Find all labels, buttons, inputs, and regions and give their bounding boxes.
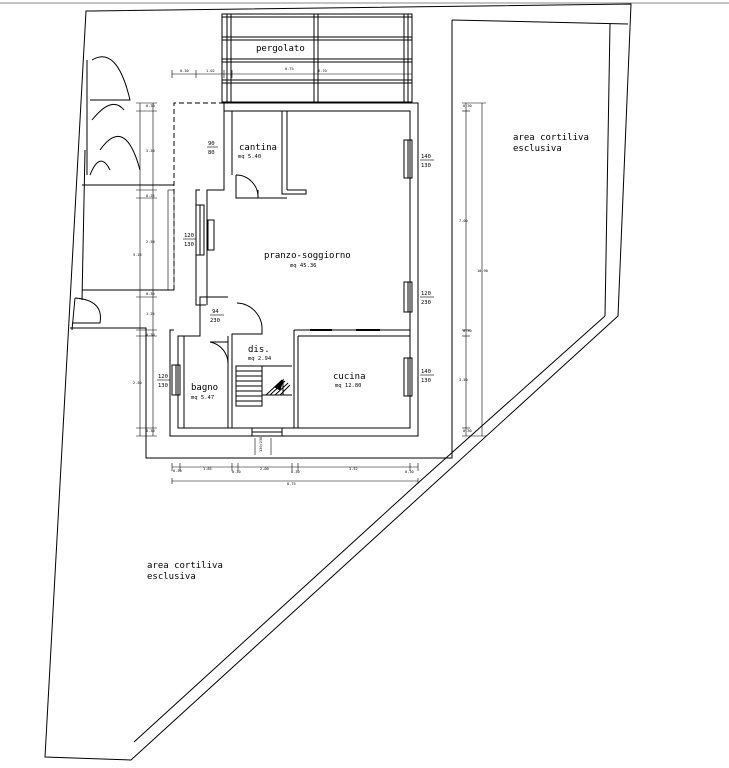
entry-door-size: 120/230 — [259, 437, 263, 452]
win-w-bagno: 120 — [158, 374, 168, 380]
window-openings — [167, 139, 413, 437]
room-area-dis: mq 2.94 — [248, 356, 272, 362]
dim-right-0: 0.30 — [463, 104, 472, 108]
room-label-cucina: cucina — [333, 372, 366, 382]
dim-left-9: 0.30 — [146, 429, 155, 433]
yard-label-left-2: esclusiva — [147, 572, 196, 582]
dim-left-8: 2.50 — [133, 381, 142, 385]
house-exterior-wall — [169, 102, 419, 437]
dim-left-6: 1.25 — [146, 312, 155, 316]
win-w-interior-door: 94 — [212, 309, 219, 315]
win-h-right-mid: 230 — [421, 300, 431, 306]
lot-line-top — [451, 19, 629, 25]
dim-right-3: 0.30 — [463, 329, 472, 333]
win-h-interior-door: 230 — [210, 318, 220, 324]
room-area-cucina: mq 12.80 — [335, 383, 362, 389]
dim-bottom-1: 1.85 — [203, 467, 212, 471]
win-h-cantina-door: 80 — [208, 150, 215, 156]
room-label-pergolato: pergolato — [256, 44, 305, 54]
dim-top-0: 0.30 — [180, 69, 189, 73]
room-label-bagno: bagno — [191, 383, 218, 393]
left-gates — [71, 56, 174, 331]
dim-left-7: 0.30 — [146, 333, 155, 337]
dim-bottom-2: 0.30 — [232, 470, 241, 474]
dim-right-5: 0.30 — [463, 429, 472, 433]
pergola — [221, 13, 413, 103]
win-w-left-wall: 120 — [184, 233, 194, 239]
room-label-dis: dis. — [248, 345, 270, 355]
room-area-bagno: mq 5.47 — [191, 395, 214, 401]
inner-boundary-right — [604, 23, 611, 317]
win-w-right-mid: 120 — [421, 291, 431, 297]
dim-bottom-6: 0.30 — [405, 470, 414, 474]
cantina-walls — [231, 111, 307, 199]
hall-walls — [178, 296, 410, 428]
annex-dashed — [173, 102, 224, 290]
dim-bottom-5: 3.52 — [349, 467, 358, 471]
dim-top-3: 6.70 — [318, 69, 327, 73]
dim-right-4: 3.50 — [459, 378, 468, 382]
dim-bottom-total: 8.75 — [287, 482, 296, 486]
win-w-right-top: 140 — [421, 154, 431, 160]
dim-left-5: 0.30 — [146, 292, 155, 296]
room-area-pranzo: mq 45.36 — [290, 263, 317, 269]
dim-left-4: 5.16 — [133, 253, 142, 257]
yard-label-left-1: area cortiliva — [147, 561, 223, 571]
dim-left-1: 3.50 — [146, 149, 155, 153]
dim-bottom-0: 0.30 — [173, 469, 182, 473]
inner-boundary-diagonal — [417, 315, 606, 484]
dim-right-1: 7.00 — [459, 219, 468, 223]
inner-boundary-diagonal-2 — [133, 482, 419, 743]
dim-right-2: 10.90 — [477, 269, 488, 273]
win-h-cucina: 130 — [421, 378, 431, 384]
win-h-bagno: 130 — [158, 383, 168, 389]
dim-top-2: 0.75 — [285, 67, 294, 71]
yard-label-right-1: area cortiliva — [513, 133, 589, 143]
win-h-left-wall: 130 — [184, 242, 194, 248]
dim-left-3: 2.50 — [146, 240, 155, 244]
dim-left-2: 0.25 — [146, 194, 155, 198]
dim-top-1: 1.02 — [206, 69, 215, 73]
lot-line — [70, 20, 453, 459]
room-label-pranzo: pranzo-soggiorno — [264, 251, 351, 261]
dim-bottom-4: 0.30 — [291, 470, 300, 474]
room-area-cantina: mq 5.40 — [238, 154, 261, 160]
staircase — [235, 365, 292, 407]
win-w-cucina: 140 — [421, 369, 431, 375]
room-label-cantina: cantina — [239, 143, 277, 153]
yard-label-right-2: esclusiva — [513, 144, 562, 154]
dim-left-0: 0.30 — [146, 104, 155, 108]
dim-bottom-3: 2.00 — [260, 467, 269, 471]
dimension-lines — [136, 70, 486, 484]
win-h-right-top: 130 — [421, 163, 431, 169]
win-w-cantina-door: 90 — [208, 141, 215, 147]
